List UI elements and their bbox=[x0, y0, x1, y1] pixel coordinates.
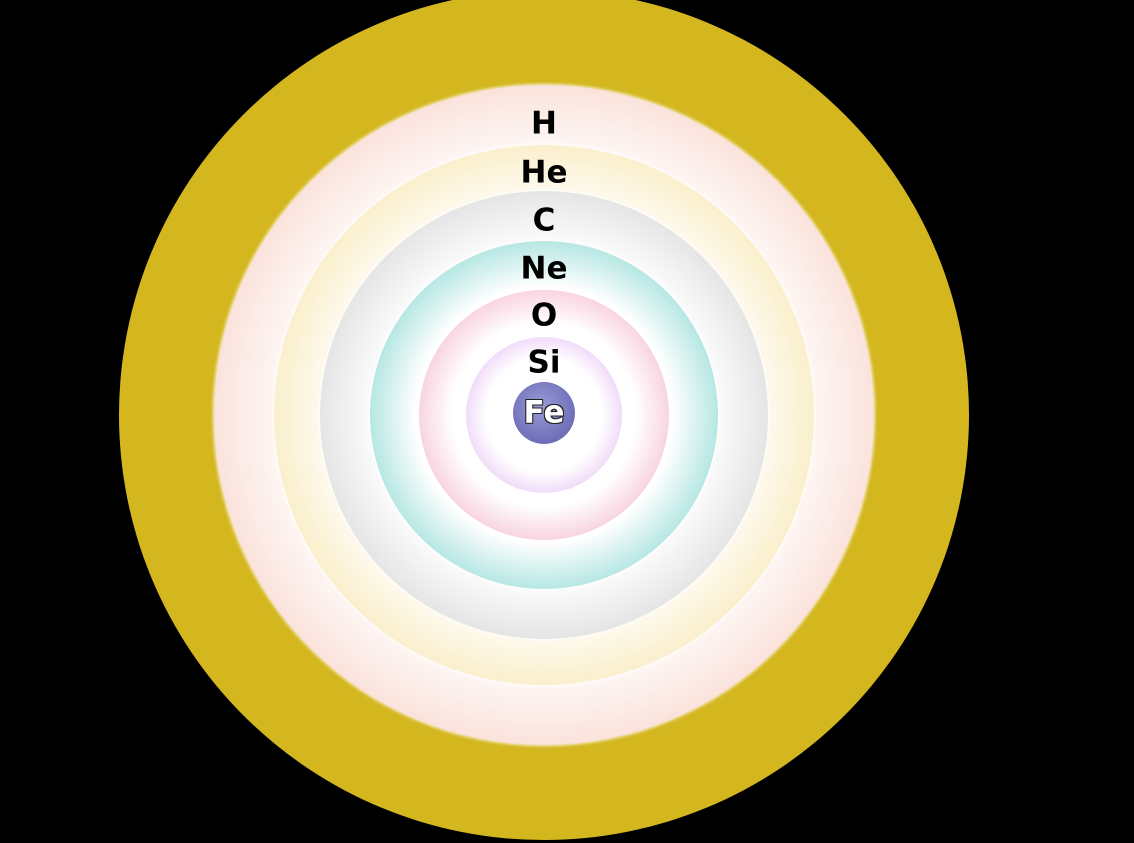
label-oxygen: O bbox=[530, 297, 558, 334]
core-iron bbox=[513, 382, 575, 444]
label-hydrogen: H bbox=[531, 105, 557, 142]
label-carbon: C bbox=[532, 202, 556, 239]
label-helium: He bbox=[520, 154, 568, 191]
label-neon: Ne bbox=[520, 250, 568, 287]
label-iron: Fe bbox=[523, 394, 565, 431]
label-silicon: Si bbox=[527, 344, 561, 381]
